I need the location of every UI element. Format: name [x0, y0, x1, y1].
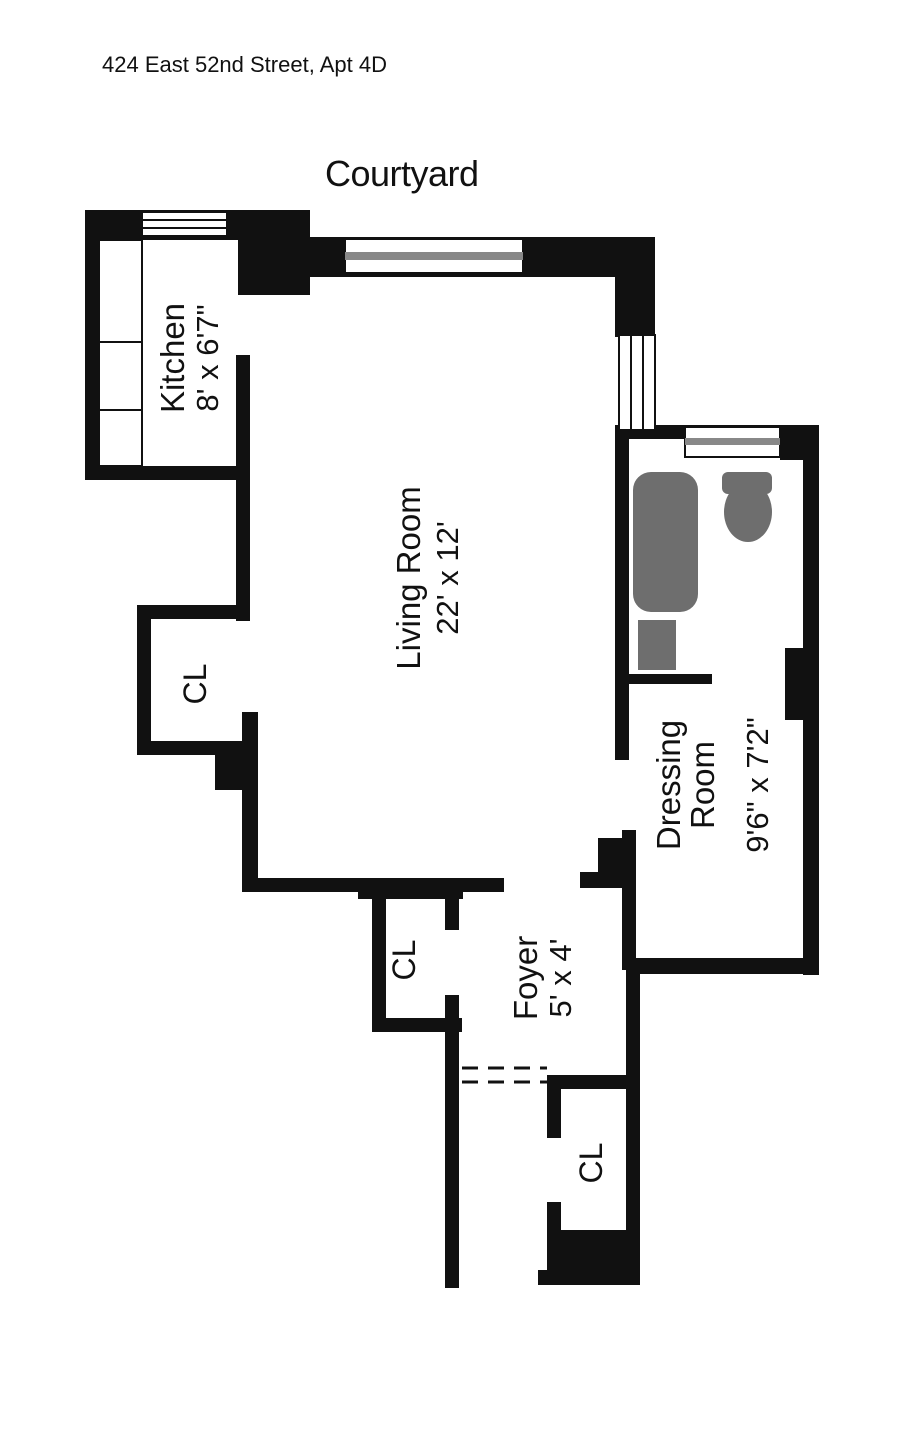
closet-label-entry: CL [573, 1143, 609, 1184]
kitchen-size: 8' x 6'7" [190, 304, 225, 411]
bath-cabinet-icon [638, 620, 676, 670]
wall-foyer-closet-stub-top [445, 885, 459, 930]
wall-living-right-lower [622, 830, 636, 970]
dressing-room-name-line1: Dressing [650, 720, 687, 850]
wall-pillar-left [215, 752, 258, 790]
dressing-room-label: Dressing Room 9'6" x 7'2" [650, 717, 775, 853]
listing-address: 424 East 52nd Street, Apt 4D [102, 52, 387, 77]
bathroom-fixtures [633, 472, 772, 670]
dressing-room-name-line2: Room [684, 741, 721, 829]
dressing-room-size: 9'6" x 7'2" [740, 717, 775, 853]
windows [141, 211, 781, 458]
wall-entry-sill [538, 1270, 640, 1285]
wall-bath-door-jamb [785, 648, 819, 720]
foyer-name: Foyer [507, 936, 544, 1020]
wall-foyer-left [445, 1018, 459, 1288]
wall-entry-closet-stub-top [547, 1075, 561, 1138]
foyer-label: Foyer 5' x 4' [507, 936, 578, 1020]
wall-pillar-top [238, 210, 310, 295]
window-living-right [618, 334, 656, 431]
closet-label-foyer: CL [386, 940, 422, 981]
kitchen-label: Kitchen 8' x 6'7" [154, 303, 225, 413]
wall-dressing-bottom [636, 958, 819, 974]
courtyard-label: Courtyard [325, 153, 479, 194]
kitchen-counter [98, 239, 143, 467]
svg-text:CL: CL [573, 1143, 609, 1184]
wall-corner-top-right [615, 237, 655, 337]
wall-closet-left-top [137, 605, 250, 619]
living-room-label: Living Room 22' x 12' [390, 486, 465, 669]
wall-kitchen-divider [236, 355, 250, 480]
wall-foyer-right [626, 958, 640, 1283]
living-room-size: 22' x 12' [430, 521, 465, 635]
toilet-icon [722, 472, 772, 542]
closet-label-left: CL [177, 664, 213, 705]
wall-closet-left-bottom [137, 741, 250, 755]
svg-text:CL: CL [386, 940, 422, 981]
window-kitchen [141, 211, 228, 237]
wall-living-left-lower [242, 712, 258, 892]
door-threshold [462, 1066, 547, 1084]
wall-living-left-upper [236, 466, 250, 621]
window-living-top [344, 238, 524, 274]
wall-living-right-upper [615, 425, 629, 760]
wall-foyer-closet-bottom [372, 1018, 462, 1032]
wall-kitchen-left [85, 210, 99, 480]
wall-closet-left-side [137, 605, 151, 755]
wall-kitchen-bottom [85, 466, 250, 480]
bathtub-icon [633, 472, 698, 612]
living-room-name: Living Room [390, 486, 427, 669]
foyer-size: 5' x 4' [543, 938, 578, 1017]
wall-bath-divider [620, 674, 712, 684]
svg-text:CL: CL [177, 664, 213, 705]
window-bathroom [684, 426, 781, 458]
kitchen-name: Kitchen [154, 303, 191, 413]
wall-foyer-closet-left [372, 885, 386, 1032]
wall-entry-closet-top [547, 1075, 640, 1089]
